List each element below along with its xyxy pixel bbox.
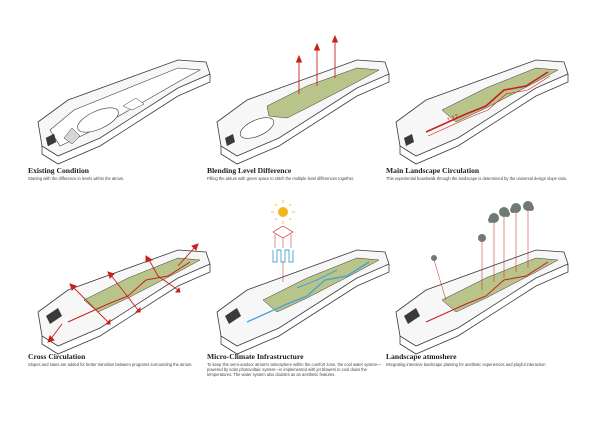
- solar-panel-icon: [272, 225, 294, 239]
- caption-cross-circulation: Cross Circulation Slopes and stairs are …: [28, 352, 213, 367]
- micro-climate-infrastructure-diagram: [216, 200, 390, 355]
- caption-landscape-atmosphere: Landscape atmoshere Integrating intensiv…: [386, 352, 571, 367]
- panel-title: Cross Circulation: [28, 352, 86, 361]
- panel-description: To keep this semi-outdoor atrium's atmos…: [207, 362, 382, 378]
- panel-description: Filling the atrium with green space to s…: [207, 176, 355, 181]
- panel-title: Landscape atmoshere: [386, 352, 457, 361]
- slope-ratio-label: 1:12: [447, 114, 461, 124]
- panel-description: Integrating intensive landscape planting…: [386, 362, 546, 367]
- palm-trees-icon: [431, 201, 534, 301]
- sun-icon: [271, 200, 295, 224]
- caption-existing-condition: Existing Condition Starting with the dif…: [28, 166, 213, 181]
- panel-title: Main Landscape Circulation: [386, 166, 480, 175]
- caption-blending-level-difference: Blending Level Difference Filling the at…: [207, 166, 392, 181]
- blending-level-difference-diagram: [216, 34, 390, 165]
- panel-description: Starting with the difference in levels w…: [28, 176, 125, 181]
- panel-title: Existing Condition: [28, 166, 89, 175]
- panel-main-landscape-circulation: 1:12 Main Landscape Circulation This exp…: [386, 10, 571, 210]
- panel-micro-climate-infrastructure: Micro-Climate Infrastructure To keep thi…: [207, 200, 392, 400]
- existing-condition-diagram: [37, 59, 211, 165]
- landscape-atmosphere-diagram: [395, 201, 569, 355]
- panel-existing-condition: Existing Condition Starting with the dif…: [28, 10, 213, 210]
- panel-cross-circulation: Cross Circulation Slopes and stairs are …: [28, 200, 213, 400]
- panel-title: Blending Level Difference: [207, 166, 292, 175]
- panel-landscape-atmosphere: Landscape atmoshere Integrating intensiv…: [386, 200, 571, 400]
- panel-description: Slopes and stairs are added for better t…: [28, 362, 193, 367]
- panel-title: Micro-Climate Infrastructure: [207, 352, 304, 361]
- cross-circulation-diagram: [37, 243, 211, 355]
- water-coil-icon: [272, 249, 294, 263]
- panel-description: This experiential boardwalk through the …: [386, 176, 568, 181]
- caption-micro-climate-infrastructure: Micro-Climate Infrastructure To keep thi…: [207, 352, 392, 378]
- caption-main-landscape-circulation: Main Landscape Circulation This experien…: [386, 166, 571, 181]
- main-landscape-circulation-diagram: 1:12: [395, 59, 569, 165]
- panel-blending-level-difference: Blending Level Difference Filling the at…: [207, 10, 392, 210]
